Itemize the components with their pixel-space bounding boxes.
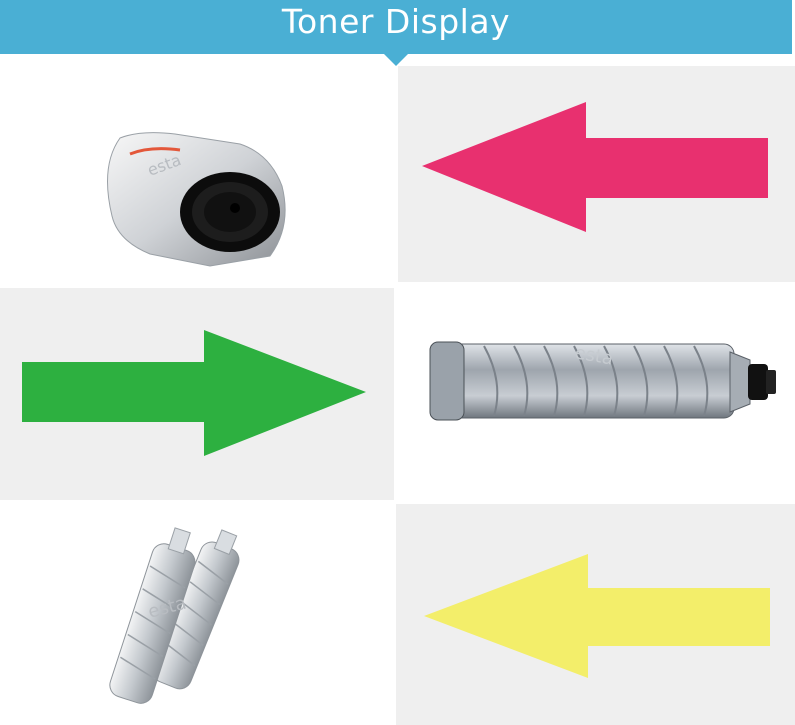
toner-cartridge-end-view-photo: esta: [0, 66, 398, 282]
green-arrow-panel: [0, 288, 394, 500]
green-right-arrow-icon: [22, 330, 366, 456]
yellow-left-arrow-icon: [424, 554, 770, 678]
toner-cartridge-side-view-image: esta: [429, 341, 776, 421]
toner-cartridge-pair-photo: esta: [0, 506, 398, 725]
yellow-arrow-panel: [396, 504, 795, 725]
toner-cartridge-end-view-image: esta: [107, 132, 286, 267]
page-header: Toner Display: [0, 0, 792, 66]
toner-cartridge-side-view-photo: esta: [394, 288, 795, 500]
toner-cartridge-pair-image: esta: [109, 527, 240, 704]
header-pointer-notch: [384, 54, 408, 66]
magenta-arrow-panel: [398, 66, 795, 282]
page-title: Toner Display: [281, 2, 511, 41]
magenta-left-arrow-icon: [422, 102, 768, 232]
